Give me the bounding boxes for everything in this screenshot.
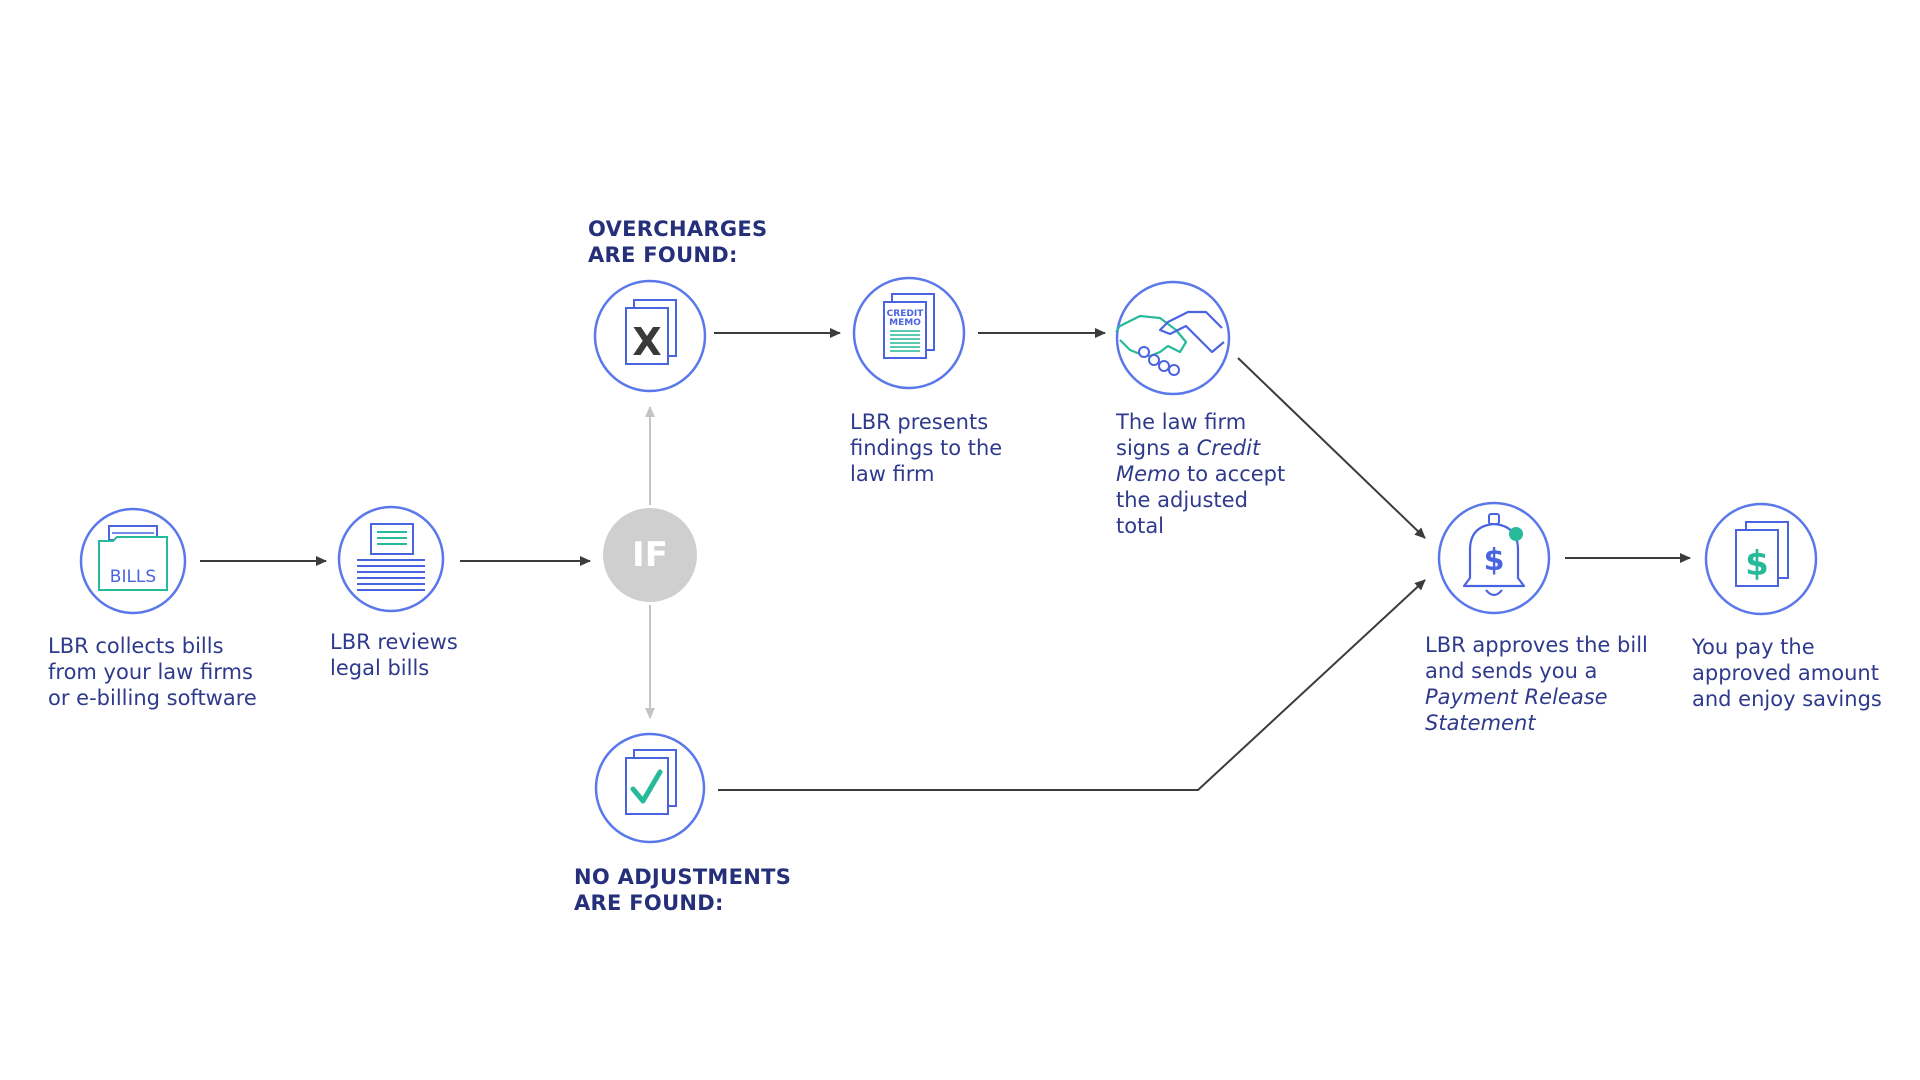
document-stack-icon [357,523,425,591]
no-adjustments-heading-line-1: NO ADJUSTMENTS [574,865,792,889]
arrow-sign-to-approve [1237,357,1426,539]
no-adjustments-heading: NO ADJUSTMENTS ARE FOUND: [574,864,791,916]
step-present-node: CREDIT MEMO [852,276,966,390]
step-sign-caption: The law firm signs a Credit Memo to acce… [1116,409,1285,539]
review-line-2: legal bills [330,656,430,680]
step-no-adjust-node [594,732,706,844]
overcharges-heading-line-2: ARE FOUND: [588,243,738,267]
document-check-icon [625,749,677,815]
svg-text:$: $ [1484,543,1505,578]
approve-line-3: Payment Release [1425,685,1608,709]
step-approve-node: $ [1437,501,1551,615]
approve-line-4: Statement [1425,711,1536,735]
document-x-icon: X [625,299,677,365]
sign-line-2b: Credit [1196,436,1261,460]
credit-memo-icon: CREDIT MEMO [883,293,935,359]
step-collect-caption: LBR collects bills from your law firms o… [48,633,257,711]
step-sign-node [1115,280,1231,396]
pay-line-3: and enjoy savings [1692,687,1882,711]
collect-line-3: or e-billing software [48,686,257,710]
collect-line-2: from your law firms [48,660,253,684]
sign-line-3b: to accept [1180,462,1286,486]
review-line-1: LBR reviews [330,630,458,654]
if-label: IF [632,535,668,575]
step-pay-caption: You pay the approved amount and enjoy sa… [1692,634,1882,712]
step-pay-node: $ [1704,502,1818,616]
credit-memo-text-2: MEMO [889,318,921,328]
step-approve-caption: LBR approves the bill and sends you a Pa… [1425,632,1648,736]
if-decision-node: IF [603,508,697,602]
step-review-node [337,505,445,613]
overcharges-heading: OVERCHARGES ARE FOUND: [588,216,767,268]
sign-line-4: the adjusted [1116,488,1248,512]
overcharges-heading-line-1: OVERCHARGES [588,217,768,241]
approve-line-2: and sends you a [1425,659,1598,683]
bills-icon-text: BILLS [110,567,156,587]
bills-folder-icon: BILLS [98,525,168,591]
step-review-caption: LBR reviews legal bills [330,629,458,681]
sign-line-2a: signs a [1116,436,1197,460]
sign-line-1: The law firm [1116,410,1247,434]
no-adjustments-heading-line-2: ARE FOUND: [574,891,724,915]
sign-line-5: total [1116,514,1165,538]
pay-line-2: approved amount [1692,661,1879,685]
collect-line-1: LBR collects bills [48,634,224,658]
pay-line-1: You pay the [1692,635,1815,659]
approve-line-1: LBR approves the bill [1425,633,1648,657]
arrow-noadjust-to-approve [718,579,1426,791]
dollar-document-icon: $ [1735,521,1789,587]
handshake-icon [1115,310,1225,376]
credit-memo-text-1: CREDIT [887,309,925,319]
step-collect-node: BILLS [79,507,187,615]
step-overcharge-node: X [593,279,707,393]
svg-text:$: $ [1745,544,1769,584]
present-line-1: LBR presents [850,410,989,434]
step-present-caption: LBR presents findings to the law firm [850,409,1002,487]
sign-line-3a: Memo [1116,462,1181,486]
bell-dollar-icon: $ [1462,513,1526,597]
x-mark-text: X [632,320,661,364]
present-line-2: findings to the [850,436,1003,460]
present-line-3: law firm [850,462,935,486]
